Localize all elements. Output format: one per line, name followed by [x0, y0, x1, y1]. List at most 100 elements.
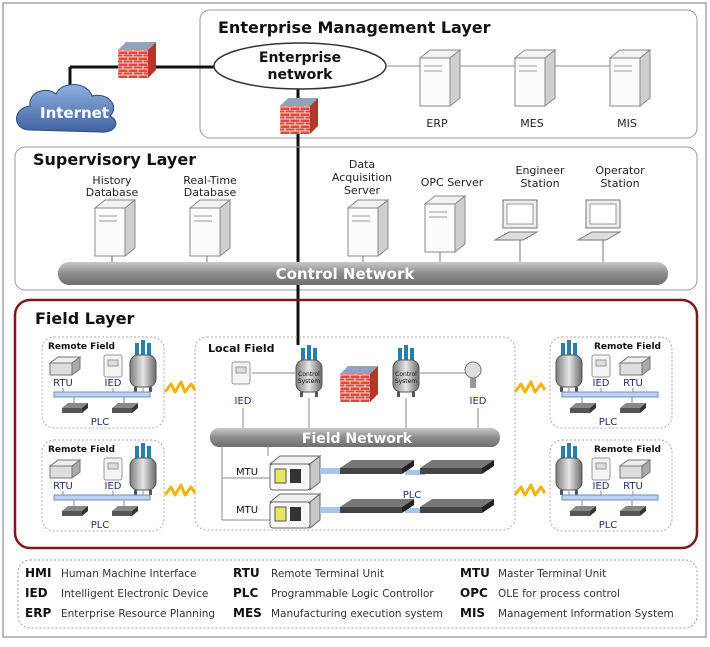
legend-abbr-plc: PLC: [233, 586, 258, 600]
rtu-icon: [619, 356, 651, 376]
realtime-database-icon: [189, 199, 231, 257]
operator-label-2: Station: [600, 177, 639, 190]
plc-icon: [112, 403, 138, 413]
enterprise-network-label-2: network: [268, 67, 334, 83]
mis-label: MIS: [617, 117, 637, 130]
plc-switch-2-icon: [420, 460, 494, 474]
internet-firewall-icon: [118, 42, 156, 78]
remote-bus: [561, 494, 659, 501]
control-network-pipe: [58, 262, 668, 285]
erp-label: ERP: [426, 117, 448, 130]
wireless-link-icon: [163, 380, 197, 394]
local-ied-left-label: IED: [235, 396, 252, 407]
remote-field-box: [549, 439, 673, 532]
legend-text-erp: Enterprise Resource Planning: [61, 608, 215, 620]
wireless-link-icon: [513, 483, 547, 497]
plc-label: PLC: [91, 520, 110, 531]
rtu-label: RTU: [53, 481, 73, 492]
control-network-label: Control Network: [276, 265, 416, 283]
legend-text-plc: Programmable Logic Controllor: [271, 588, 434, 600]
remote-field-box: [549, 336, 673, 429]
control-system-icon: [555, 339, 583, 393]
mes-server-icon: [514, 49, 556, 107]
local-plc-label: PLC: [403, 490, 422, 501]
rtu-label: RTU: [53, 378, 73, 389]
daq-label-3: Server: [344, 184, 381, 197]
opc-server-label: OPC Server: [421, 176, 484, 189]
plc-icon: [62, 403, 88, 413]
daq-label-2: Acquisition: [332, 171, 392, 184]
control-system-icon: [555, 442, 583, 496]
supervisory-layer-box: [14, 146, 698, 291]
field-network-pipe: [210, 428, 500, 447]
control-system-left-label-2: System: [298, 378, 321, 385]
control-system-icon: [129, 442, 157, 496]
remote-field-title: Remote Field: [48, 342, 115, 352]
history-db-label-1: History: [92, 174, 132, 187]
internet-label: Internet: [40, 104, 109, 122]
mes-label: MES: [520, 117, 543, 130]
mtu-1-icon: [269, 455, 321, 491]
rtu-label: RTU: [623, 378, 643, 389]
legend-text-mtu: Master Terminal Unit: [498, 568, 606, 580]
wireless-link-icon: [163, 483, 197, 497]
field-layer-title: Field Layer: [35, 309, 135, 328]
enterprise-layer-title: Enterprise Management Layer: [218, 18, 491, 37]
plc-icon: [620, 506, 646, 516]
history-database-icon: [94, 199, 136, 257]
control-system-right-label-2: System: [395, 378, 418, 385]
daq-label-1: Data: [349, 158, 375, 171]
engineer-label-1: Engineer: [516, 164, 565, 177]
local-field-box: [194, 336, 516, 531]
operator-label-1: Operator: [595, 164, 645, 177]
legend-text-hmi: Human Machine Interface: [61, 568, 197, 580]
daq-server-icon: [347, 199, 389, 257]
mis-server-icon: [609, 49, 651, 107]
outer-frame: [2, 2, 707, 638]
plc-icon: [570, 403, 596, 413]
plc-icon: [620, 403, 646, 413]
legend-abbr-erp: ERP: [25, 606, 51, 620]
plc-icon: [570, 506, 596, 516]
ied-label: IED: [593, 378, 610, 389]
mtu-label-1: MTU: [236, 467, 258, 478]
legend-abbr-mtu: MTU: [460, 566, 490, 580]
control-system-icon: [129, 339, 157, 393]
ied-icon: [591, 354, 611, 378]
enterprise-firewall-icon: [280, 98, 318, 134]
legend-text-ied: Intelligent Electronic Device: [61, 588, 208, 600]
realtime-db-label-2: Database: [184, 186, 237, 199]
local-ied-left-icon: [231, 361, 251, 385]
field-firewall-icon: [340, 366, 378, 402]
plc-icon: [62, 506, 88, 516]
remote-bus: [53, 494, 151, 501]
ied-icon: [103, 457, 123, 481]
rtu-icon: [619, 459, 651, 479]
plc-label: PLC: [599, 417, 618, 428]
legend-text-rtu: Remote Terminal Unit: [271, 568, 384, 580]
legend-text-opc: OLE for process control: [498, 588, 620, 600]
mtu-label-2: MTU: [236, 505, 258, 516]
plc-switch-4-icon: [420, 499, 494, 513]
ied-icon: [103, 354, 123, 378]
engineer-label-2: Station: [520, 177, 559, 190]
remote-field-box: [41, 336, 165, 429]
wireless-link-icon: [513, 380, 547, 394]
remote-field-title: Remote Field: [594, 445, 661, 455]
rtu-label: RTU: [623, 481, 643, 492]
field-layer-box: [13, 298, 699, 550]
plc-label: PLC: [91, 417, 110, 428]
remote-field-title: Remote Field: [594, 342, 661, 352]
ied-label: IED: [105, 378, 122, 389]
control-system-left-label-1: Control: [298, 371, 320, 378]
ied-icon: [591, 457, 611, 481]
ied-label: IED: [593, 481, 610, 492]
plc-icon: [112, 506, 138, 516]
plc-label: PLC: [599, 520, 618, 531]
legend-abbr-mis: MIS: [460, 606, 485, 620]
legend-abbr-mes: MES: [233, 606, 262, 620]
